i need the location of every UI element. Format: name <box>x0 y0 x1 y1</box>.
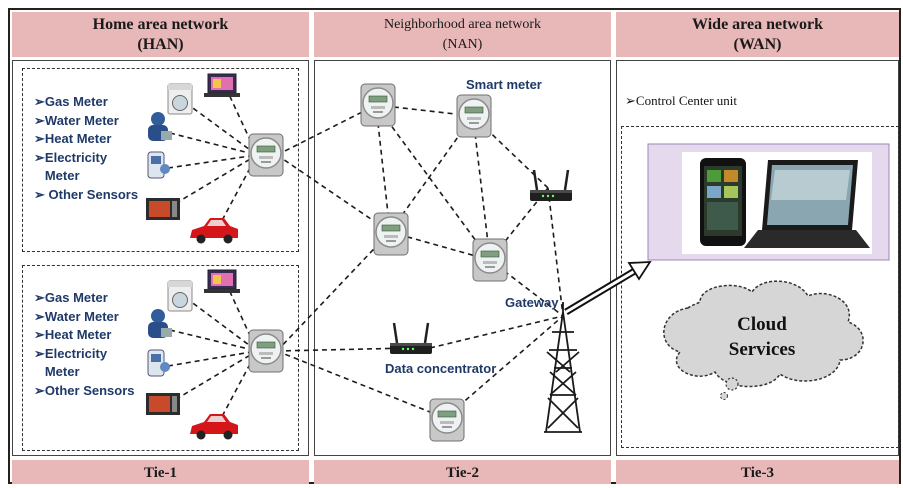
wan-subtitle: (WAN) <box>733 36 782 53</box>
han-device-list-bottom: ➢Gas Meter ➢Water Meter ➢Heat Meter ➢Ele… <box>34 289 135 400</box>
wan-title: Wide area network <box>692 16 823 33</box>
smart-meter-icon <box>456 94 492 138</box>
wan-link-arrow <box>564 261 652 316</box>
data-concentrator-icon <box>388 321 434 356</box>
han-subtitle: (HAN) <box>137 36 184 53</box>
smart-meter-icon <box>373 212 409 256</box>
smart-meter-label: Smart meter <box>466 77 542 92</box>
han-footer: Tie-1 <box>12 460 309 484</box>
car-icon <box>190 218 238 244</box>
washer-icon <box>167 83 193 115</box>
tie-2-label: Tie-2 <box>445 465 480 481</box>
laptop-icon <box>203 269 241 294</box>
gateway-label: Gateway <box>505 295 559 310</box>
oven-icon <box>146 198 180 220</box>
control-center-label: ➢Control Center unit <box>625 93 738 108</box>
tie-3-label: Tie-3 <box>740 465 775 481</box>
wan-footer: Tie-3 <box>616 460 899 484</box>
han-title: Home area network <box>92 16 229 33</box>
han-hub-meter-icon <box>248 133 284 177</box>
han-device-list-top: ➢Gas Meter ➢Water Meter ➢Heat Meter ➢Ele… <box>34 93 138 204</box>
list-item: ➢Gas Meter <box>34 94 108 109</box>
han-header: Home area network (HAN) <box>12 12 309 57</box>
han-box-bottom <box>22 265 299 451</box>
list-item: ➢Other Sensors <box>34 382 135 398</box>
list-item: ➢Gas Meter <box>34 290 108 305</box>
cloud-icon <box>663 280 864 400</box>
washer-icon <box>167 280 193 312</box>
tower-icon <box>544 302 582 433</box>
smart-meter-icon <box>472 238 508 282</box>
tie-1-label: Tie-1 <box>143 465 178 481</box>
car-icon <box>190 414 238 440</box>
list-item: Meter <box>44 168 80 183</box>
list-item: ➢Heat Meter <box>34 131 112 146</box>
nan-subtitle: (NAN) <box>442 37 483 52</box>
list-item: ➢Electricity <box>34 149 108 165</box>
ecu-icon <box>147 151 171 179</box>
data-concentrator-label: Data concentrator <box>385 361 497 376</box>
nan-header: Neighborhood area network (NAN) <box>314 12 611 57</box>
han-box-top <box>22 68 299 252</box>
wan-cloud-box <box>621 126 899 448</box>
laptop-icon <box>203 73 241 98</box>
list-item: ➢Water Meter <box>34 308 119 324</box>
nan-title: Neighborhood area network <box>383 17 542 32</box>
person-icon <box>148 112 172 141</box>
list-item: ➢ Other Sensors <box>34 186 139 202</box>
han-hub-meter-icon <box>248 329 284 373</box>
smart-meter-icon <box>429 398 465 442</box>
list-item: Meter <box>44 364 80 379</box>
wan-header: Wide area network (WAN) <box>616 12 899 57</box>
list-item: ➢Heat Meter <box>34 327 112 342</box>
control-center-image <box>647 143 890 261</box>
list-item: ➢Water Meter <box>34 112 119 128</box>
router-icon <box>528 168 574 203</box>
nan-footer: Tie-2 <box>314 460 611 484</box>
ecu-icon <box>147 349 171 377</box>
cloud-services-label: Cloud Services <box>728 314 796 360</box>
smart-meter-icon <box>360 83 396 127</box>
list-item: ➢Electricity <box>34 345 108 361</box>
person-icon <box>148 309 172 338</box>
oven-icon <box>146 393 180 415</box>
